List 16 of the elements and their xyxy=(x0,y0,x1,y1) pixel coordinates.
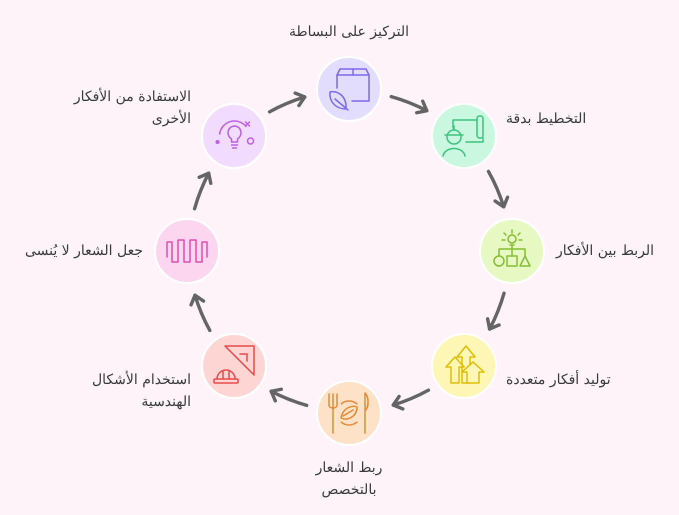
arrow xyxy=(192,172,213,210)
step-label: ربط الشعار بالتخصص xyxy=(314,459,384,500)
arrow xyxy=(392,388,430,411)
step-label: توليد أفكار متعددة xyxy=(506,369,611,390)
step-label: جعل الشعار لا يُنسى xyxy=(24,242,143,261)
arrow xyxy=(189,294,212,332)
step-label: الربط بين الأفكار xyxy=(556,240,654,261)
arrow xyxy=(486,292,506,331)
arrow xyxy=(268,91,306,114)
step-label: التركيز على البساطة xyxy=(288,23,410,42)
arrow xyxy=(390,94,428,115)
step-label: التخطيط بدقة xyxy=(506,110,586,129)
step-label: استخدام الأشكال الهندسية xyxy=(90,370,191,412)
arrow xyxy=(270,387,308,408)
arrow xyxy=(486,170,510,208)
step-label: الاستفادة من الأفكار الأخرى xyxy=(72,86,191,129)
